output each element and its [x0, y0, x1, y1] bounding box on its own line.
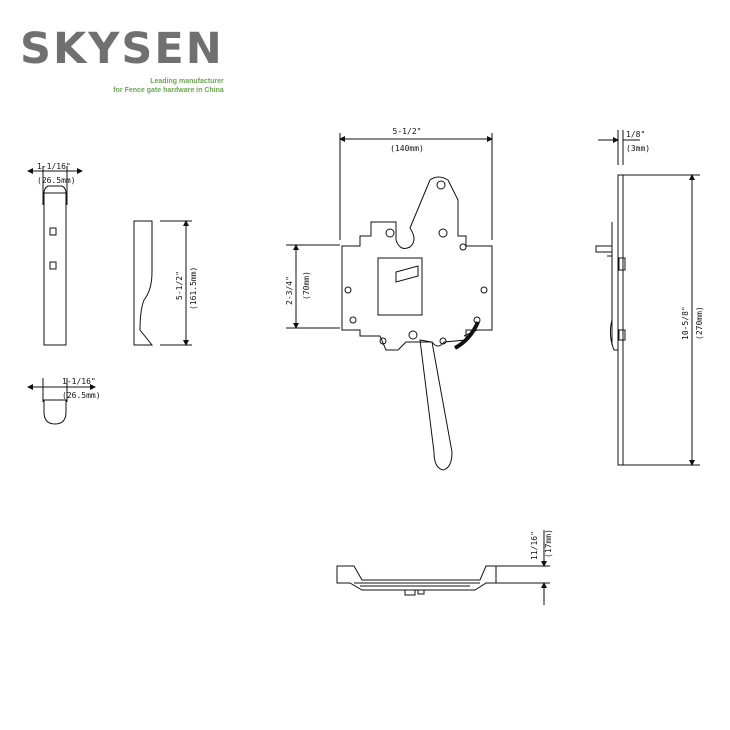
- brand-name: SKYSEN: [20, 24, 224, 74]
- keeper-profile-view: [133, 220, 192, 346]
- dim-base-height-in: 11/16": [530, 531, 539, 560]
- dim-thickness-mm: (3mm): [626, 144, 650, 153]
- brand-tagline-line1: Leading manufacturer: [150, 78, 224, 85]
- dim-total-height-mm: (270mm): [695, 306, 704, 340]
- dim-thickness-in: 1/8": [626, 130, 645, 139]
- brand-tagline-line2: for Fence gate hardware in China: [113, 87, 224, 94]
- dim-side-bottom-in: 1-1/16": [62, 377, 96, 386]
- brand-logo: SKYSEN Leading manufacturer for Fence ga…: [20, 24, 224, 95]
- dim-side-top-in: 1-1/16": [37, 162, 71, 171]
- dim-front-width-in: 5-1/2": [393, 127, 422, 136]
- dim-keeper-in: 5-1/2": [175, 271, 184, 300]
- side-view-top: [27, 166, 83, 346]
- dim-side-top-mm: (26.5mm): [37, 176, 76, 185]
- dim-front-width-mm: (140mm): [390, 144, 424, 153]
- bottom-view: [336, 530, 550, 605]
- dim-keeper-mm: (161.5mm): [189, 267, 198, 310]
- dim-front-height-in: 2-3/4": [285, 276, 294, 305]
- front-view: [286, 133, 493, 471]
- side-view-bottom: [27, 378, 96, 425]
- dim-total-height-in: 10-5/8": [681, 306, 690, 340]
- dim-side-bottom-mm: (26.5mm): [62, 391, 101, 400]
- dim-front-height-mm: (70mm): [302, 271, 311, 300]
- dim-base-height-mm: (17mm): [544, 529, 553, 558]
- right-side-view: [595, 130, 700, 466]
